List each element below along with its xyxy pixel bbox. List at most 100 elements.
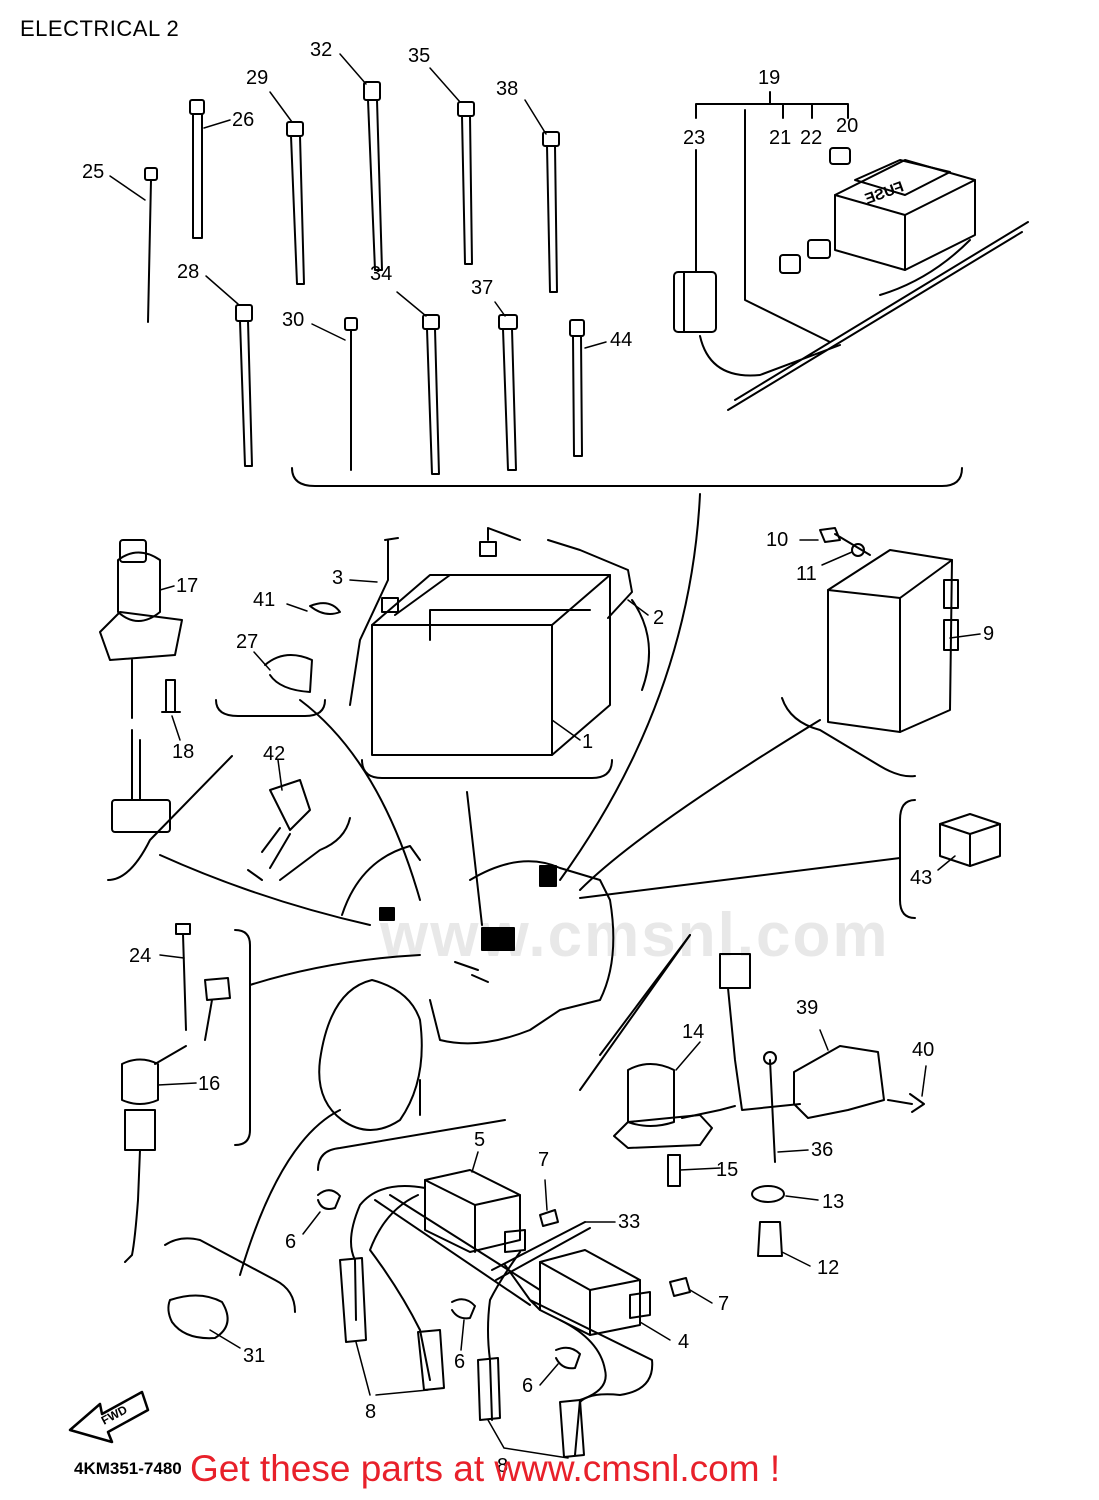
cable-tie-38 — [542, 131, 560, 293]
pipe-33 — [491, 1221, 591, 1281]
callout-38: 38 — [496, 78, 518, 100]
callout-labels: 1 2 3 4 5 6 6 6 7 7 8 8 9 10 11 12 13 14… — [82, 39, 994, 1477]
cable-tie-34 — [422, 314, 440, 475]
battery-assembly — [215, 527, 651, 779]
callout-34: 34 — [370, 263, 392, 285]
cable-tie-35 — [457, 101, 475, 265]
fuse-22 — [807, 239, 831, 259]
screw-18 — [161, 679, 181, 713]
callout-6-left: 6 — [285, 1231, 296, 1253]
cable-tie-37 — [498, 314, 518, 471]
leader-lines-center — [159, 493, 901, 1276]
relay-23 — [673, 271, 717, 333]
callout-13: 13 — [822, 1191, 844, 1213]
promo-banner: Get these parts at www.cmsnl.com ! — [190, 1448, 781, 1489]
callout-21: 21 — [769, 127, 791, 149]
callout-20: 20 — [836, 115, 858, 137]
cable-tie-30 — [344, 317, 358, 471]
callout-29: 29 — [246, 67, 268, 89]
callout-4: 4 — [678, 1331, 689, 1353]
callout-12: 12 — [817, 1257, 839, 1279]
cable-tie-group — [144, 81, 963, 487]
battery-bracket — [361, 759, 613, 779]
relay-43 — [899, 799, 1001, 919]
callout-15: 15 — [716, 1159, 738, 1181]
callout-40: 40 — [912, 1039, 934, 1061]
callout-2: 2 — [653, 607, 664, 629]
rod-36 — [769, 1059, 776, 1163]
callout-39: 39 — [796, 997, 818, 1019]
cdi-bracket — [781, 697, 916, 778]
page-title: ELECTRICAL 2 — [20, 16, 180, 41]
cable-tie-26 — [189, 99, 205, 239]
callout-5: 5 — [474, 1129, 485, 1151]
callout-28: 28 — [177, 261, 199, 283]
relay-43-bracket — [899, 799, 916, 919]
tie-group-bracket — [291, 467, 963, 487]
callout-43: 43 — [910, 867, 932, 889]
callout-35: 35 — [408, 45, 430, 67]
fwd-arrow-icon: FWD — [68, 1390, 150, 1444]
callout-42: 42 — [263, 743, 285, 765]
callout-22: 22 — [800, 127, 822, 149]
bolt-40 — [887, 1093, 925, 1113]
cable-tie-29 — [286, 121, 305, 285]
callout-9: 9 — [983, 623, 994, 645]
cable-tie-25 — [144, 167, 158, 323]
callout-31: 31 — [243, 1345, 265, 1367]
callout-7-upper: 7 — [538, 1149, 549, 1171]
callout-6-right: 6 — [522, 1375, 533, 1397]
main-switch-17 — [99, 539, 233, 881]
washer-13 — [751, 1185, 785, 1203]
cable-tie-44 — [569, 319, 585, 457]
callout-11: 11 — [796, 563, 817, 585]
callout-30: 30 — [282, 309, 304, 331]
group-19-bracket — [695, 91, 849, 273]
part-24 — [175, 923, 231, 1041]
part-39 — [667, 953, 925, 1257]
fuse-box-assembly — [673, 91, 1029, 411]
band-31-bracket — [164, 1237, 296, 1313]
spark-plug-leads-8 — [339, 1185, 654, 1458]
fuse-20 — [829, 147, 851, 165]
clamps-6 — [317, 1189, 581, 1370]
ignition-coil-5 — [424, 1169, 526, 1253]
part-14 — [579, 934, 736, 1149]
band-31 — [164, 1237, 296, 1340]
callout-44: 44 — [610, 329, 632, 351]
callout-6-middle: 6 — [454, 1351, 465, 1373]
callout-10: 10 — [766, 529, 788, 551]
callout-19: 19 — [758, 67, 780, 89]
main-switch-bracket — [107, 755, 233, 881]
ignition-coil-4 — [539, 1249, 651, 1336]
battery-lead-negative — [349, 537, 399, 706]
callout-8-left: 8 — [365, 1401, 376, 1423]
callout-16: 16 — [198, 1073, 220, 1095]
part-14-bracket — [579, 934, 691, 1091]
cable-tie-28 — [235, 304, 253, 467]
sensor-16 — [121, 929, 251, 1263]
cable-tie-32 — [363, 81, 383, 271]
callout-24: 24 — [129, 945, 151, 967]
callout-26: 26 — [232, 109, 254, 131]
callout-33: 33 — [618, 1211, 640, 1233]
watermark-text: www.cmsnl.com — [380, 901, 890, 970]
screw-15 — [667, 1154, 681, 1187]
callout-27: 27 — [236, 631, 258, 653]
callout-18: 18 — [172, 741, 194, 763]
callout-14: 14 — [682, 1021, 704, 1043]
band-bracket — [215, 699, 326, 717]
callout-3: 3 — [332, 567, 343, 589]
sensor-16-bracket — [234, 929, 251, 1146]
part-42 — [247, 779, 351, 881]
diagram-code: 4KM351-7480 — [74, 1459, 182, 1478]
battery-lead-positive — [547, 539, 651, 691]
fuse-21 — [779, 254, 801, 274]
callout-41: 41 — [253, 589, 275, 611]
callout-1: 1 — [582, 731, 593, 753]
callout-leaders — [109, 53, 981, 1459]
part-42-bracket — [279, 817, 351, 881]
fuse-box-label: FUSE — [863, 178, 906, 208]
